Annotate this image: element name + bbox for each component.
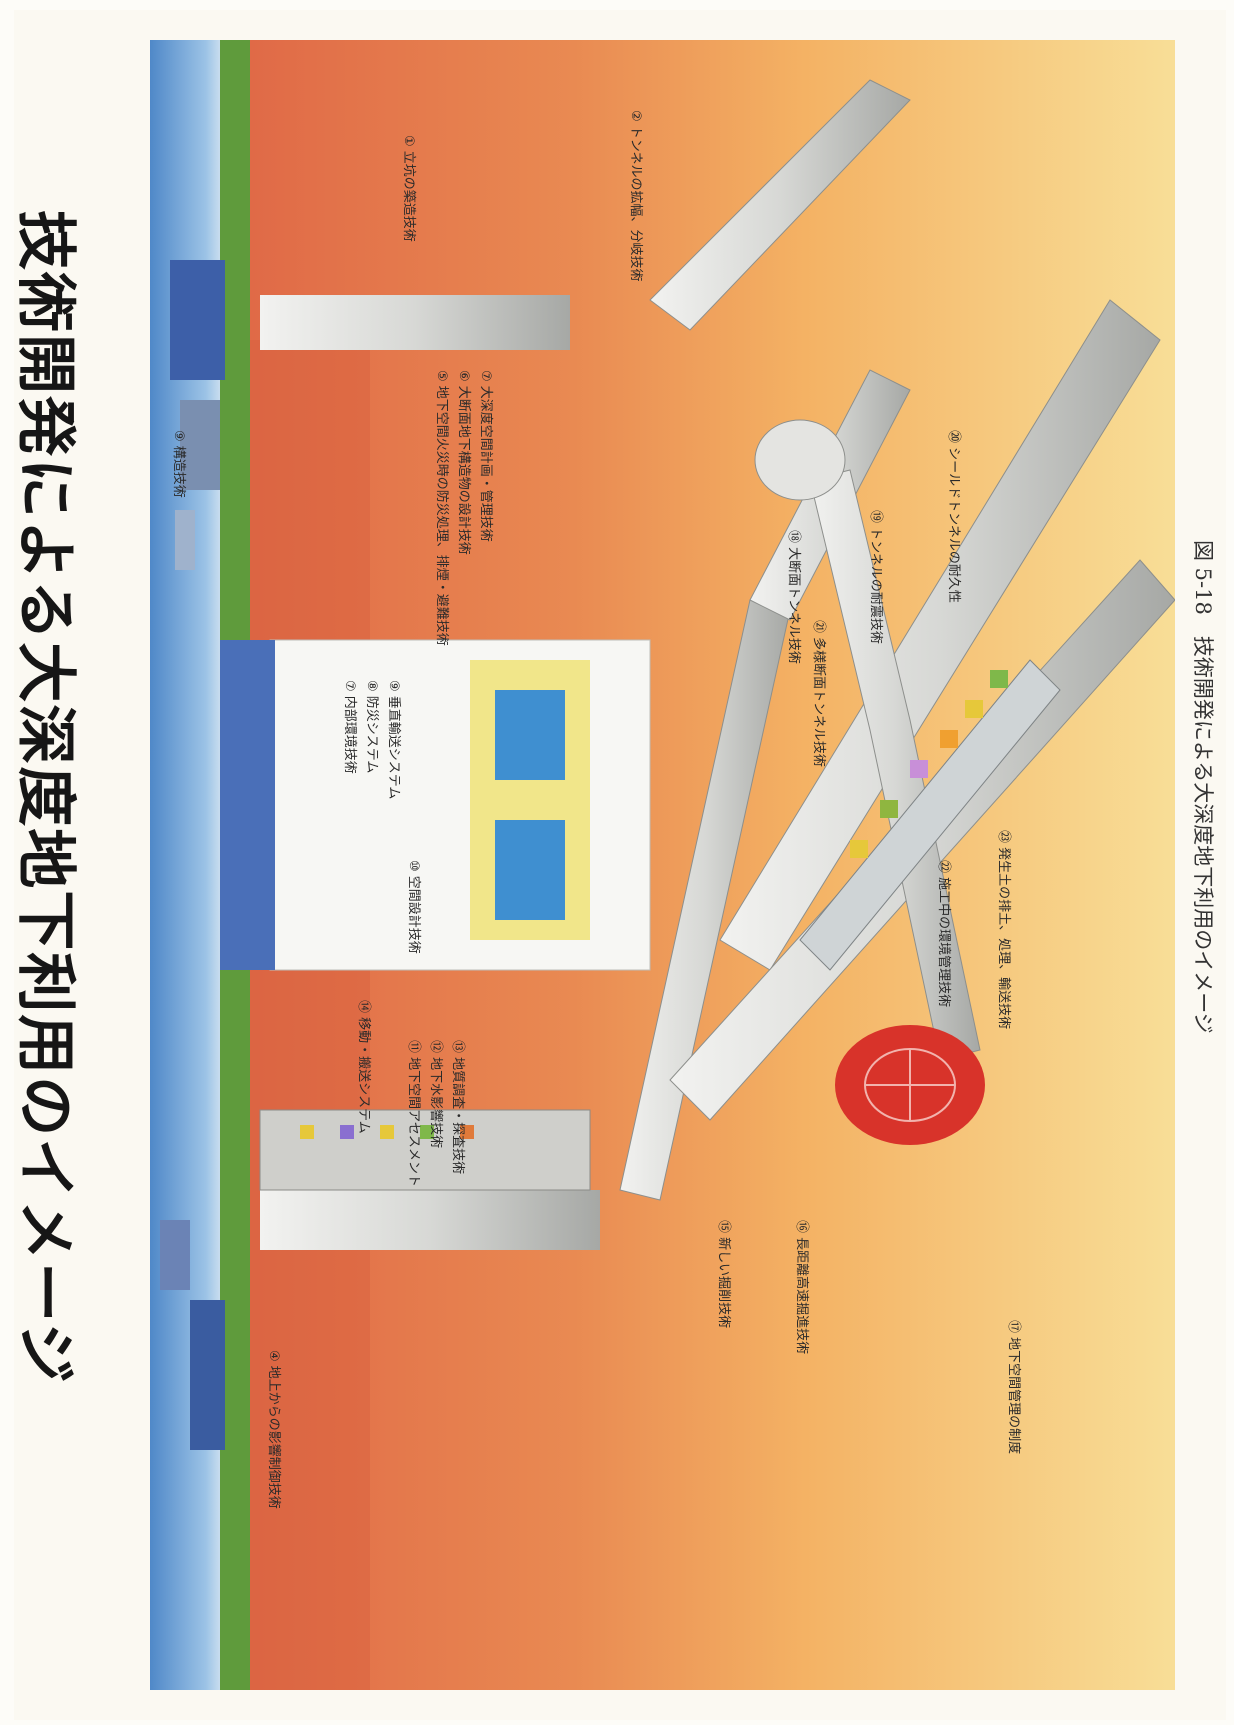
label-10: ⑪ 地下空間アセスメント bbox=[406, 1040, 421, 1187]
page-title: 技術開発による大深度地下利用のイメージ bbox=[10, 210, 80, 1385]
label-3: ⑤ 地下空間火災時の防災処理、排煙・避難技術 bbox=[434, 370, 450, 646]
vertical-shaft-glass bbox=[220, 640, 275, 970]
cavern-building-3 bbox=[495, 820, 565, 920]
logistics-tunnel bbox=[799, 659, 1061, 971]
label-24: ⑨ 構造技術 bbox=[171, 430, 186, 498]
label-23: ㉓ 発生土の排土、処理、輸送技術 bbox=[996, 830, 1011, 1029]
title-area: 技術開発による大深度地下利用のイメージ bbox=[10, 210, 135, 1420]
label-16: ⑰ 地下空間管理の制度 bbox=[1006, 1320, 1022, 1454]
label-5: ⑦ 大深度空間計画・管理技術 bbox=[478, 370, 494, 542]
label-14: ⑮ 新しい掘削技術 bbox=[716, 1220, 732, 1328]
label-20: ⑳ シールドトンネルの耐久性 bbox=[946, 430, 961, 603]
soil-band-dark bbox=[250, 340, 370, 1690]
surface-buildings bbox=[160, 260, 225, 1450]
tunnel-boring-machine bbox=[835, 1025, 985, 1145]
annotation-labels: ① 立坑の築造技術 ② トンネルの拡幅、分岐技術 ⑤ 地下空間火災時の防災処理、… bbox=[171, 110, 1022, 1509]
underground-illustration: ① 立坑の築造技術 ② トンネルの拡幅、分岐技術 ⑤ 地下空間火災時の防災処理、… bbox=[150, 40, 1175, 1690]
label-17: ④ 地上からの影響制御技術 bbox=[266, 1350, 282, 1509]
label-11: ⑫ 地下水影響技術 bbox=[428, 1040, 444, 1148]
label-9: ⑩ 空間設計技術 bbox=[406, 860, 422, 954]
vertical-shaft bbox=[260, 295, 570, 350]
figure-caption: 図 5-18 技術開発による大深度地下利用のイメージ bbox=[1191, 540, 1215, 1034]
label-7: ⑧ 防災システム bbox=[364, 680, 380, 773]
label-19: ⑲ トンネルの耐震技術 bbox=[868, 510, 883, 644]
label-4: ⑥ 大断面地下構造物の設計技術 bbox=[456, 370, 472, 555]
label-15: ⑯ 長距離高速掘進技術 bbox=[794, 1220, 810, 1354]
label-12: ⑬ 地質調査・探査技術 bbox=[450, 1040, 465, 1174]
label-6: ⑦ 内部環境技術 bbox=[342, 680, 358, 774]
left-station-facility bbox=[259, 1109, 591, 1191]
label-18: ⑱ 大断面トンネル技術 bbox=[786, 530, 801, 664]
label-1: ① 立坑の築造技術 bbox=[401, 135, 416, 242]
cavern-building-2 bbox=[495, 690, 565, 780]
label-13: ⑭ 移動・搬送システム bbox=[356, 1000, 371, 1134]
label-8: ⑨ 垂直輸送システム bbox=[386, 680, 401, 799]
label-21: ㉑ 多様断面トンネル技術 bbox=[811, 620, 827, 767]
underground-cavern bbox=[269, 639, 651, 971]
vertical-shaft-left bbox=[260, 1190, 600, 1250]
label-22: ㉒ 施工中の環境管理技術 bbox=[936, 860, 951, 1007]
label-2: ② トンネルの拡幅、分岐技術 bbox=[628, 110, 643, 282]
caption-area: 図 5-18 技術開発による大深度地下利用のイメージ bbox=[1188, 540, 1218, 1180]
